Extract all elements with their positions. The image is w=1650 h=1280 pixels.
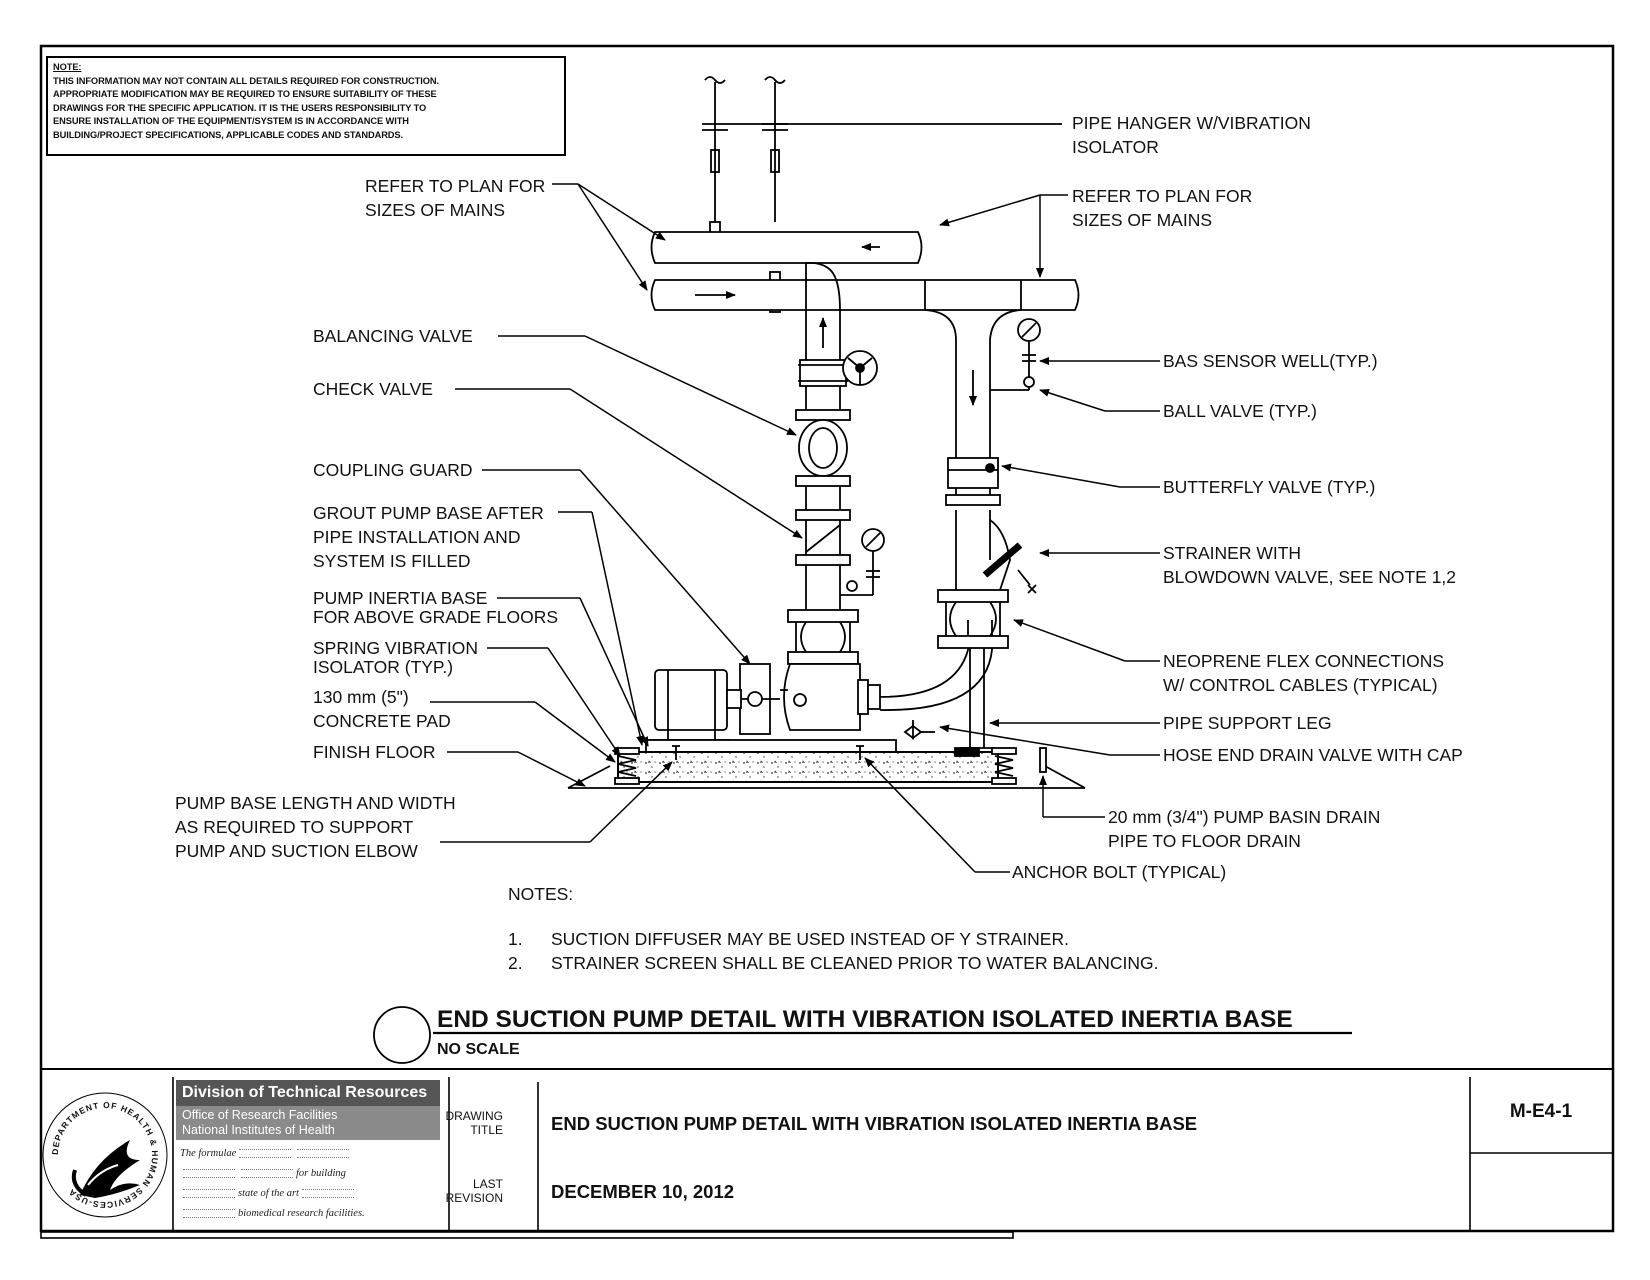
label-spring-isolator-1: SPRING VIBRATION: [313, 638, 478, 658]
label-grout-3: SYSTEM IS FILLED: [313, 551, 471, 571]
detail-title: END SUCTION PUMP DETAIL WITH VIBRATION I…: [373, 1006, 1352, 1064]
label-coupling-guard: COUPLING GUARD: [313, 460, 472, 480]
label-neoprene-2: W/ CONTROL CABLES (TYPICAL): [1163, 675, 1438, 695]
last-revision: DECEMBER 10, 2012: [551, 1181, 734, 1202]
label-refer-left-2: SIZES OF MAINS: [365, 200, 505, 220]
disclaimer-line-2: APPROPRIATE MODIFICATION MAY BE REQUIRED…: [53, 89, 437, 100]
label-neoprene-1: NEOPRENE FLEX CONNECTIONS: [1163, 651, 1444, 671]
label-ball-valve: BALL VALVE (TYP.): [1163, 401, 1317, 421]
note-1-num: 1.: [508, 929, 523, 949]
label-strainer-1: STRAINER WITH: [1163, 543, 1301, 563]
label-inertia-base-1: PUMP INERTIA BASE: [313, 588, 487, 608]
label-butterfly-valve: BUTTERFLY VALVE (TYP.): [1163, 477, 1375, 497]
dtr-office-block: Office of Research Facilities National I…: [176, 1106, 440, 1140]
label-basin-drain-1: 20 mm (3/4") PUMP BASIN DRAIN: [1108, 807, 1380, 827]
label-basin-drain-2: PIPE TO FLOOR DRAIN: [1108, 831, 1301, 851]
disclaimer-line-4: ENSURE INSTALLATION OF THE EQUIPMENT/SYS…: [53, 116, 409, 127]
disclaimer-note: NOTE: THIS INFORMATION MAY NOT CONTAIN A…: [46, 56, 566, 156]
note-1-text: SUCTION DIFFUSER MAY BE USED INSTEAD OF …: [551, 929, 1069, 949]
label-concrete-pad-1: 130 mm (5"): [313, 687, 409, 707]
leader-lines: [430, 183, 1160, 873]
label-refer-right-2: SIZES OF MAINS: [1072, 210, 1212, 230]
dtr-logo-block: Division of Technical Resources Office o…: [176, 1080, 440, 1230]
dtr-formula-art: The formulae for building state of the a…: [176, 1140, 440, 1228]
callout-labels: PIPE HANGER W/VIBRATION ISOLATOR REFER T…: [175, 113, 1463, 882]
hhs-seal: DEPARTMENT OF HEALTH & HUMAN SERVICES-US…: [42, 1092, 168, 1218]
label-bas-sensor: BAS SENSOR WELL(TYP.): [1163, 351, 1378, 371]
formula-word-2: for building: [296, 1168, 346, 1179]
notes-heading: NOTES:: [508, 884, 573, 904]
label-spring-isolator-2: ISOLATOR (TYP.): [313, 657, 453, 677]
detail-title-text: END SUCTION PUMP DETAIL WITH VIBRATION I…: [437, 1006, 1293, 1033]
label-refer-left-1: REFER TO PLAN FOR: [365, 176, 545, 196]
detail-bubble: [373, 1006, 431, 1064]
note-2-text: STRAINER SCREEN SHALL BE CLEANED PRIOR T…: [551, 953, 1158, 973]
drawing-title-label-1: DRAWING: [445, 1109, 503, 1123]
pump-piping-diagram: [567, 76, 1086, 789]
notes-section: NOTES: 1. SUCTION DIFFUSER MAY BE USED I…: [508, 884, 1158, 973]
label-refer-right-1: REFER TO PLAN FOR: [1072, 186, 1252, 206]
label-finish-floor: FINISH FLOOR: [313, 742, 436, 762]
dtr-org-name: Division of Technical Resources: [176, 1080, 440, 1106]
disclaimer-line-3: DRAWINGS FOR THE SPECIFIC APPLICATION. I…: [53, 102, 427, 113]
label-check-valve: CHECK VALVE: [313, 379, 433, 399]
disclaimer-line-1: THIS INFORMATION MAY NOT CONTAIN ALL DET…: [53, 75, 439, 86]
last-revision-label-1: LAST: [473, 1177, 504, 1191]
label-concrete-pad-2: CONCRETE PAD: [313, 711, 451, 731]
label-pipe-support: PIPE SUPPORT LEG: [1163, 713, 1332, 733]
note-2-num: 2.: [508, 953, 523, 973]
label-inertia-base-2: FOR ABOVE GRADE FLOORS: [313, 607, 558, 627]
label-pump-base-3: PUMP AND SUCTION ELBOW: [175, 841, 418, 861]
formula-word-1: The formulae: [180, 1148, 237, 1159]
dtr-office: Office of Research Facilities: [182, 1108, 338, 1122]
label-pipe-hanger-2: ISOLATOR: [1072, 137, 1159, 157]
dtr-institute: National Institutes of Health: [182, 1123, 335, 1137]
label-strainer-2: BLOWDOWN VALVE, SEE NOTE 1,2: [1163, 567, 1456, 587]
label-anchor-bolt: ANCHOR BOLT (TYPICAL): [1012, 862, 1226, 882]
label-hose-drain: HOSE END DRAIN VALVE WITH CAP: [1163, 745, 1463, 765]
drawing-title: END SUCTION PUMP DETAIL WITH VIBRATION I…: [551, 1113, 1197, 1134]
drawing-title-label-2: TITLE: [470, 1123, 503, 1137]
label-grout-2: PIPE INSTALLATION AND: [313, 527, 520, 547]
sheet-border: [39, 44, 1615, 1233]
last-revision-label-2: REVISION: [446, 1191, 503, 1205]
label-grout-1: GROUT PUMP BASE AFTER: [313, 503, 544, 523]
label-pump-base-1: PUMP BASE LENGTH AND WIDTH: [175, 793, 456, 813]
detail-scale-text: NO SCALE: [437, 1041, 520, 1058]
pipe-hangers: [702, 76, 1062, 313]
disclaimer-heading: NOTE:: [53, 62, 82, 72]
label-pump-base-2: AS REQUIRED TO SUPPORT: [175, 817, 414, 837]
formula-word-4: biomedical research facilities.: [238, 1208, 365, 1219]
label-balancing-valve: BALANCING VALVE: [313, 326, 473, 346]
formula-word-3: state of the art: [238, 1188, 299, 1199]
sheet-number: M-E4-1: [1510, 1101, 1573, 1122]
disclaimer-line-5: BUILDING/PROJECT SPECIFICATIONS, APPLICA…: [53, 129, 404, 140]
label-pipe-hanger-1: PIPE HANGER W/VIBRATION: [1072, 113, 1311, 133]
title-block-frame: [172, 1077, 1613, 1231]
